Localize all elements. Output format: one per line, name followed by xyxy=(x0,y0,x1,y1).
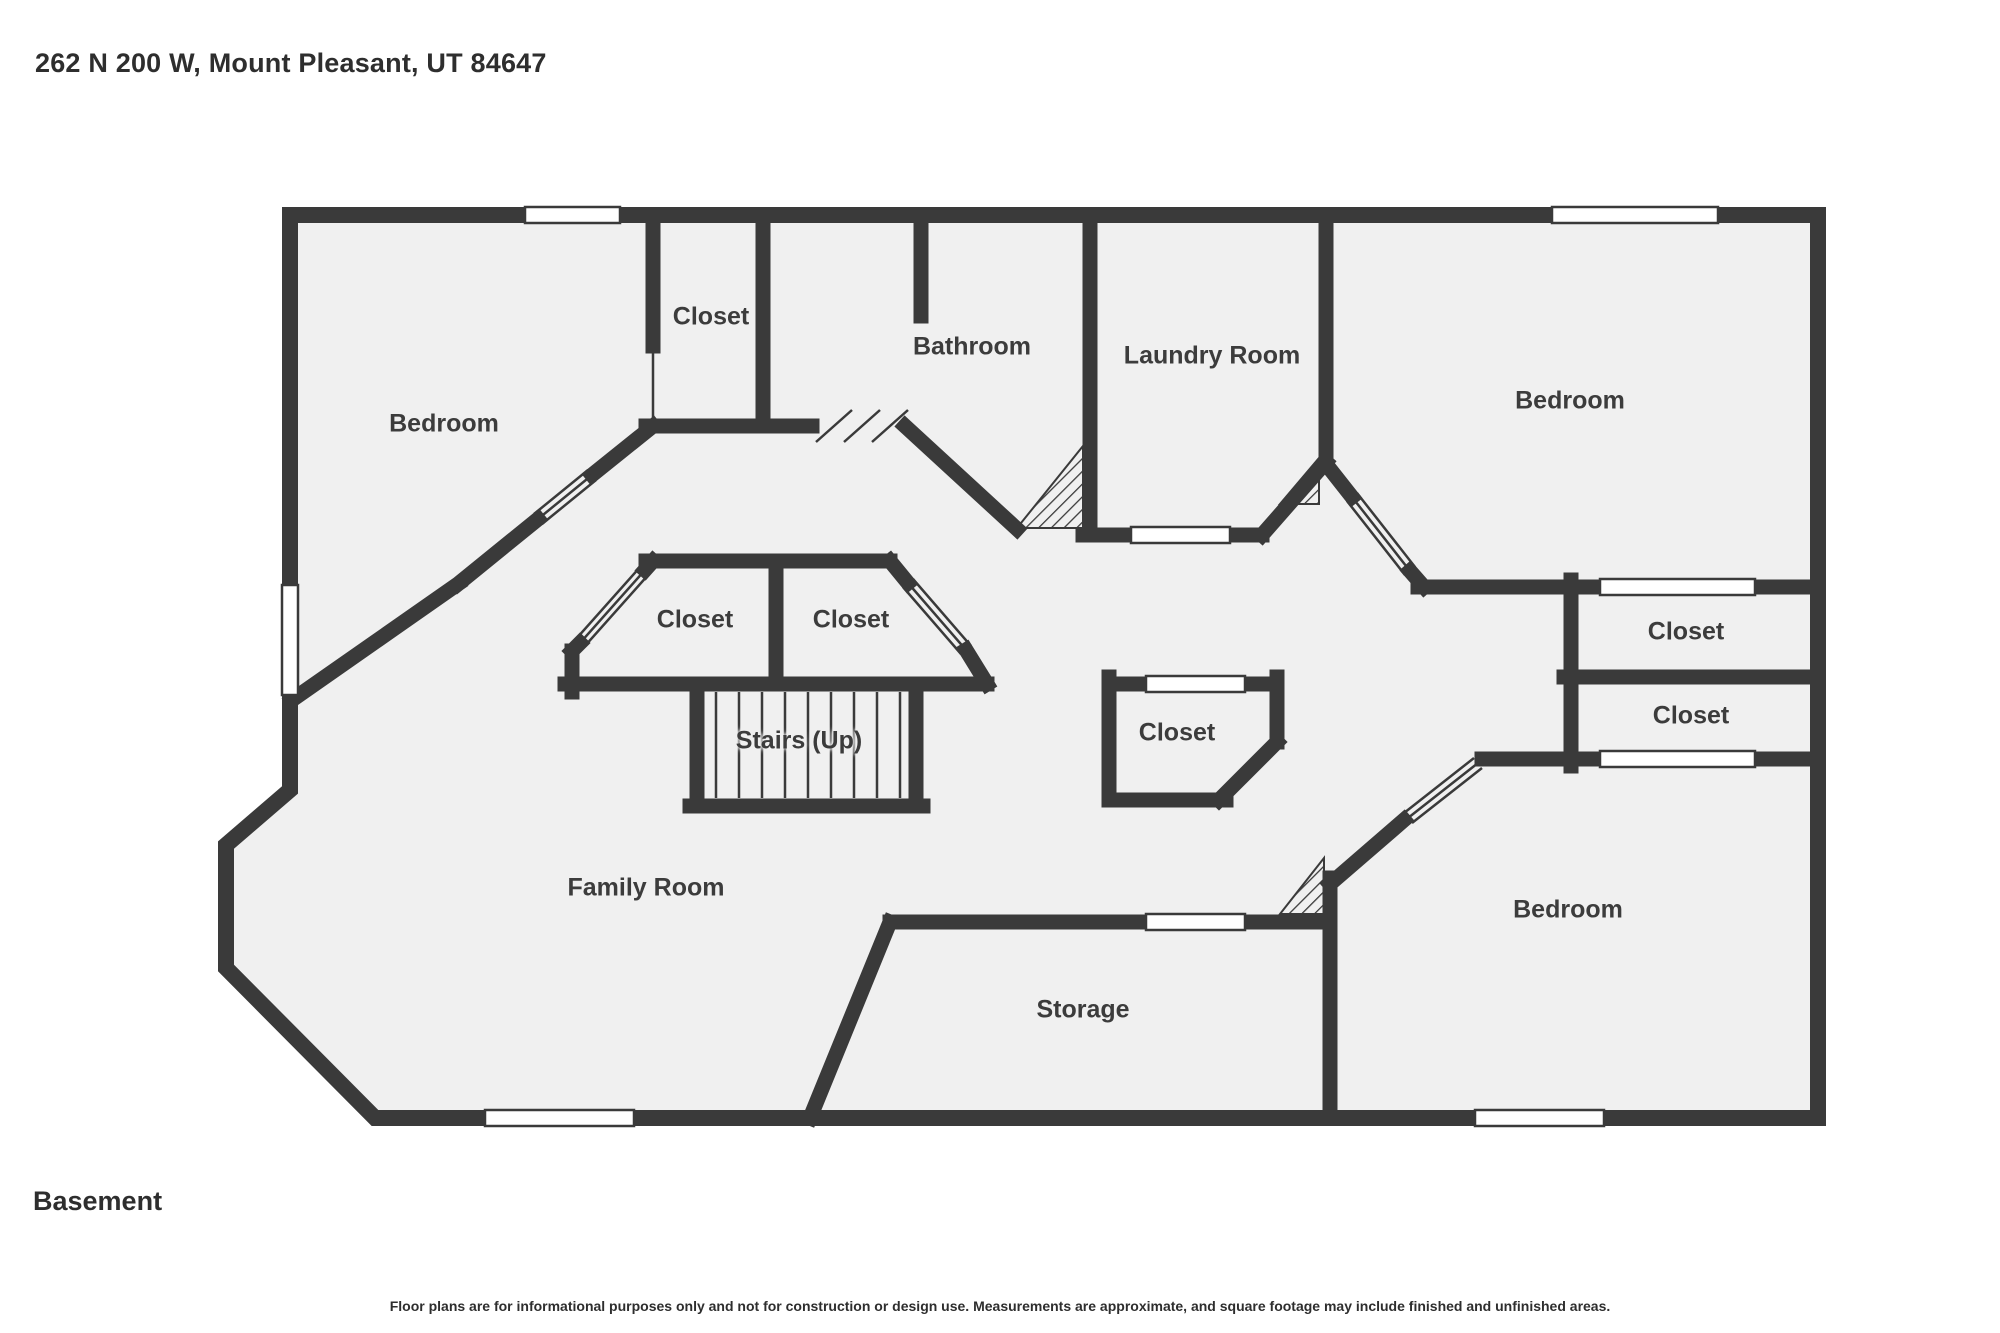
door-bedroom-top-right xyxy=(1346,492,1416,576)
opening-storage xyxy=(1144,912,1247,932)
room-label-closet-top: Closet xyxy=(672,302,750,331)
interior-walls xyxy=(281,207,1826,1128)
door-closet-right-upper xyxy=(1598,577,1757,597)
door-closet-mid-left xyxy=(575,565,650,648)
room-label-closet-mid-left: Closet xyxy=(656,605,734,634)
window-top-left xyxy=(523,205,622,225)
page-title: 262 N 200 W, Mount Pleasant, UT 84647 xyxy=(35,48,547,78)
room-label-closet-mid-right: Closet xyxy=(812,605,890,634)
hatched-areas xyxy=(1014,443,1325,915)
room-label-closet-right-upper: Closet xyxy=(1647,617,1725,646)
door-markings xyxy=(533,348,1483,824)
room-label-family-room: Family Room xyxy=(567,873,725,902)
room-label-bedroom-top-left: Bedroom xyxy=(389,409,499,438)
door-bathroom xyxy=(815,409,909,443)
room-label-laundry-room: Laundry Room xyxy=(1123,341,1301,370)
door-closet-mid-right xyxy=(902,578,972,655)
room-label-closet-hall: Closet xyxy=(1138,718,1216,747)
room-label-stairs: Stairs (Up) xyxy=(735,726,863,755)
window-top-right xyxy=(1550,205,1720,225)
room-label-storage: Storage xyxy=(1036,995,1130,1024)
stair-treads xyxy=(714,692,902,798)
windows-and-openings xyxy=(280,205,1757,1128)
room-label-bathroom: Bathroom xyxy=(912,332,1032,361)
window-left xyxy=(280,583,300,697)
hatch-laundry xyxy=(1277,455,1320,505)
door-closet-right-lower xyxy=(1598,749,1757,769)
room-label-closet-right-lower: Closet xyxy=(1652,701,1730,730)
floor-name: Basement xyxy=(33,1186,163,1216)
window-bottom-left xyxy=(483,1108,636,1128)
door-bedroom-bottom-right xyxy=(1403,757,1483,824)
window-bottom-right xyxy=(1473,1108,1606,1128)
hatch-bathroom xyxy=(1014,443,1084,529)
opening-laundry xyxy=(1129,525,1232,545)
disclaimer-text: Floor plans are for informational purpos… xyxy=(389,1298,1611,1314)
room-label-bedroom-top-right: Bedroom xyxy=(1515,386,1625,415)
hatch-bedroom-br xyxy=(1277,855,1325,915)
opening-hall-closet xyxy=(1144,674,1247,694)
room-label-bedroom-bottom-right: Bedroom xyxy=(1513,895,1623,924)
door-bedroom-top-left xyxy=(533,469,597,525)
